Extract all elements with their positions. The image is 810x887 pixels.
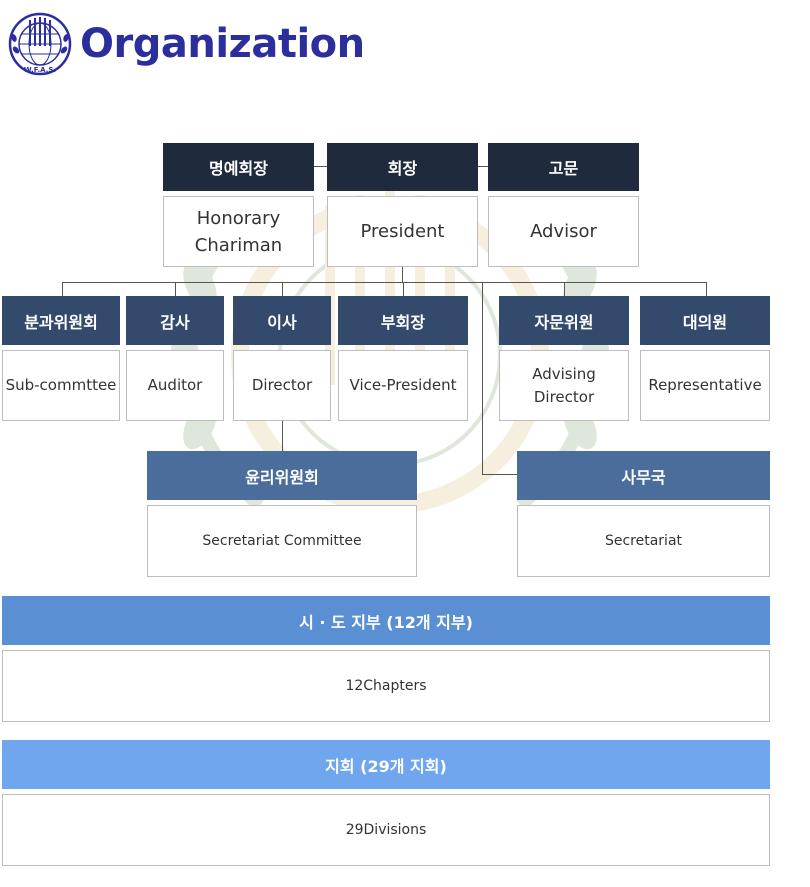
wfas-logo: W.F.A.S. [8, 12, 72, 76]
auditor-label: Auditor [147, 376, 203, 395]
director-header: 이사 [233, 296, 331, 345]
representative-header: 대의원 [640, 296, 770, 345]
advisor-label: Advisor [530, 221, 597, 242]
connector-subcommittee-v [62, 282, 63, 297]
connector-advising-v [564, 282, 565, 297]
connector-representative-v [706, 282, 707, 297]
advisor-box: Advisor [488, 196, 639, 267]
vice-president-header: 부회장 [338, 296, 468, 345]
connector-middle-h [62, 282, 706, 283]
president-label: President [360, 221, 445, 242]
vice-president-label: Vice-President [349, 376, 457, 395]
director-box: Director [233, 350, 331, 421]
auditor-box: Auditor [126, 350, 224, 421]
ethics-box: Secretariat Committee [147, 505, 417, 577]
secretariat-label: Secretariat [604, 532, 683, 549]
page-title: Organization [80, 21, 365, 67]
president-box: President [327, 196, 478, 267]
connector-secretariat-v [482, 282, 483, 475]
advisor-header: 고문 [488, 143, 639, 191]
advising-label-line1: Advising [532, 365, 596, 383]
advising-box: Advising Director [499, 350, 629, 421]
secretariat-box: Secretariat [517, 505, 770, 577]
representative-label: Representative [648, 376, 762, 395]
subcommittee-header: 분과위원회 [2, 296, 120, 345]
ethics-label: Secretariat Committee [202, 532, 362, 549]
divisions-label: 29Divisions [345, 821, 427, 838]
subcommittee-box: Sub-commttee [2, 350, 120, 421]
connector-secretariat-h [482, 474, 518, 475]
president-header: 회장 [327, 143, 478, 191]
vice-president-box: Vice-President [338, 350, 468, 421]
divisions-box: 29Divisions [2, 794, 770, 866]
chapters-box: 12Chapters [2, 650, 770, 722]
advising-header: 자문위원 [499, 296, 629, 345]
connector-auditor-v [175, 282, 176, 297]
chapters-label: 12Chapters [345, 677, 427, 694]
director-label: Director [251, 376, 313, 395]
secretariat-header: 사무국 [517, 451, 770, 500]
divisions-header: 지회 (29개 지회) [2, 740, 770, 789]
auditor-header: 감사 [126, 296, 224, 345]
connector-ethics-v [282, 421, 283, 452]
honorary-label-line2: Chariman [194, 234, 283, 256]
connector-director-v [282, 282, 283, 297]
subcommittee-label: Sub-commttee [5, 376, 117, 395]
connector-vp-v [403, 282, 404, 297]
representative-box: Representative [640, 350, 770, 421]
logo-text: W.F.A.S. [24, 66, 56, 74]
ethics-header: 윤리위원회 [147, 451, 417, 500]
advising-label-line2: Director [533, 387, 595, 406]
honorary-box: Honorary Chariman [163, 196, 314, 267]
honorary-header: 명예회장 [163, 143, 314, 191]
chapters-header: 시 · 도 지부 (12개 지부) [2, 596, 770, 645]
honorary-label-line1: Honorary [196, 207, 281, 229]
connector-president-v [402, 267, 403, 283]
